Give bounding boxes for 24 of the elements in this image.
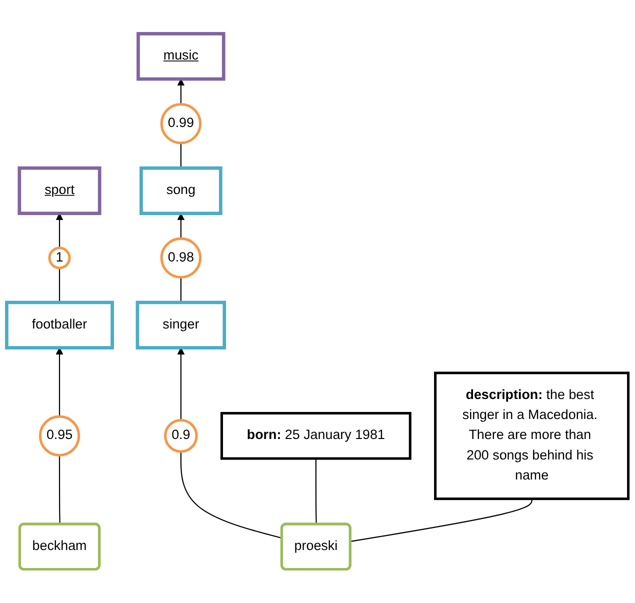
- connector: [58, 268, 60, 302]
- arrow: [177, 78, 185, 104]
- node-circle: 0.99: [160, 102, 202, 144]
- node-circle: 0.9: [164, 418, 198, 453]
- connector: [180, 142, 182, 168]
- arrow: [177, 213, 185, 239]
- arrow: [56, 347, 64, 417]
- node-box: footballer: [5, 300, 114, 350]
- node-box: song: [140, 166, 222, 216]
- node-box: music: [136, 32, 226, 81]
- connector: [180, 277, 182, 302]
- connector: [180, 452, 282, 539]
- node-circle: 0.95: [38, 415, 80, 456]
- node-box: singer: [136, 300, 226, 350]
- node-box: description: the best singer in a Macedonia. There are more than 200 songs behind his name: [434, 372, 630, 500]
- node-circle: 1: [48, 246, 71, 270]
- node-box: sport: [18, 166, 102, 216]
- node-box: born: 25 January 1981: [220, 412, 412, 460]
- connector: [350, 498, 532, 542]
- arrow: [177, 347, 185, 420]
- node-circle: 0.98: [160, 237, 202, 279]
- connector: [58, 455, 60, 524]
- connector: [315, 458, 317, 524]
- arrow: [56, 213, 64, 248]
